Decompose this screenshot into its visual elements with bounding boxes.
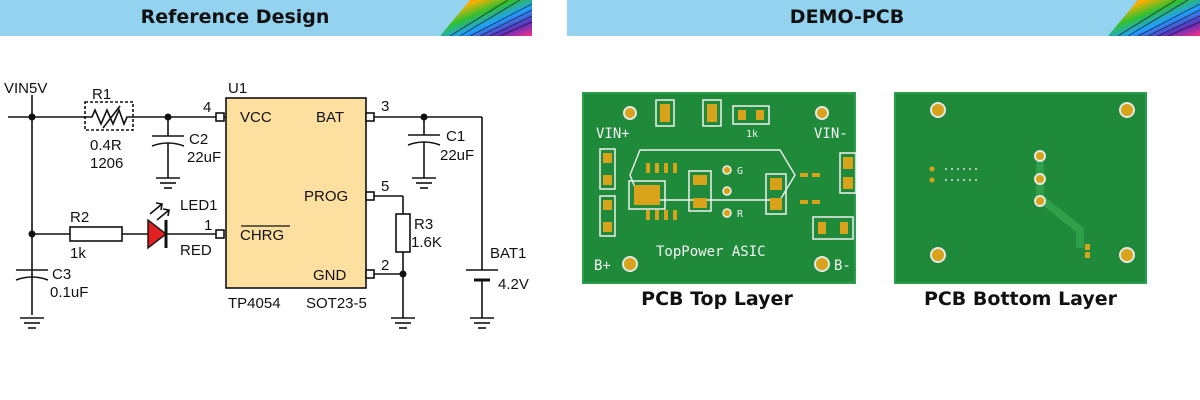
bat1-value: 4.2V xyxy=(498,276,529,293)
c1-value: 22uF xyxy=(440,147,474,164)
pcb-b-plus: B+ xyxy=(594,258,611,274)
r1-ref: R1 xyxy=(92,86,111,103)
reference-schematic: VIN5V R1 0.4R 1206 U1 4 VCC 3 BAT 5 PROG… xyxy=(4,80,529,329)
pcb-b-minus: B- xyxy=(834,258,851,274)
ic-package: SOT23-5 xyxy=(306,295,367,312)
pcb-top-board: VIN+ VIN- 1k G R TopPower ASIC B+ B- xyxy=(582,92,857,284)
r1-package: 1206 xyxy=(90,155,123,172)
rainbow-decoration-left xyxy=(440,0,532,36)
rainbow-decoration-right xyxy=(1108,0,1200,36)
r3-value: 1.6K xyxy=(411,234,442,251)
led1-symbol xyxy=(147,218,168,250)
c2-ref: C2 xyxy=(189,131,208,148)
pin-bat-num: 3 xyxy=(381,98,389,115)
c3-ref: C3 xyxy=(52,266,71,283)
pcb-r1-label: 1k xyxy=(746,129,758,140)
u1-ref: U1 xyxy=(228,80,247,97)
pcb-bottom-caption: PCB Bottom Layer xyxy=(923,288,1118,310)
pin-prog-num: 5 xyxy=(381,178,389,195)
pcb-vin-plus: VIN+ xyxy=(596,126,630,142)
led1-ref: LED1 xyxy=(180,197,218,214)
pcb-bottom-board xyxy=(894,92,1147,284)
c3-value: 0.1uF xyxy=(50,284,88,301)
pcb-images: VIN+ VIN- 1k G R TopPower ASIC B+ B- xyxy=(582,92,1147,284)
pin-chrg: CHRG xyxy=(240,227,284,244)
r1-value: 0.4R xyxy=(90,137,122,154)
bat1-ref: BAT1 xyxy=(490,245,526,262)
pcb-vin-minus: VIN- xyxy=(814,126,848,142)
pcb-g-label: G xyxy=(737,166,743,177)
pin-gnd-num: 2 xyxy=(381,257,389,274)
r2-value: 1k xyxy=(70,245,86,262)
led1-color: RED xyxy=(180,242,212,259)
c2-value: 22uF xyxy=(187,149,221,166)
r3-ref: R3 xyxy=(414,216,433,233)
demo-pcb-banner: DEMO-PCB xyxy=(567,0,1200,36)
reference-design-title: Reference Design xyxy=(140,6,330,28)
vin-label: VIN5V xyxy=(4,80,47,97)
pcb-asic-label: TopPower ASIC xyxy=(656,244,766,260)
pin-chrg-num: 1 xyxy=(204,217,212,234)
demo-pcb-title: DEMO-PCB xyxy=(789,6,905,28)
pcb-top-caption: PCB Top Layer xyxy=(641,288,793,310)
pin-bat: BAT xyxy=(316,109,344,126)
r2-ref: R2 xyxy=(70,209,89,226)
ic-part: TP4054 xyxy=(228,295,281,312)
pin-vcc: VCC xyxy=(240,109,272,126)
pcb-r-label: R xyxy=(737,209,744,220)
reference-design-banner: Reference Design xyxy=(0,0,532,36)
c1-ref: C1 xyxy=(446,128,465,145)
pin-gnd: GND xyxy=(313,267,347,284)
pin-prog: PROG xyxy=(304,188,348,205)
pin-vcc-num: 4 xyxy=(203,99,211,116)
